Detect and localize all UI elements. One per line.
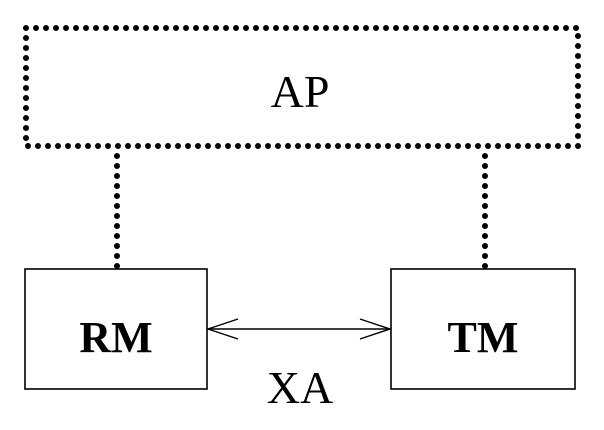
- tm-node: TM: [390, 268, 576, 390]
- xa-arrowhead-right: [359, 318, 393, 340]
- ap-node: AP: [23, 25, 581, 149]
- tm-box: [390, 268, 576, 390]
- ap-label: AP: [271, 66, 330, 117]
- ap-box: [23, 25, 581, 149]
- tm-label: TM: [448, 313, 519, 362]
- xa-label: XA: [267, 362, 333, 413]
- xa-link: [205, 318, 393, 340]
- xa-arrowhead-left: [205, 318, 239, 340]
- rm-box: [24, 268, 208, 390]
- rm-node: RM: [24, 268, 208, 390]
- rm-label: RM: [79, 313, 152, 362]
